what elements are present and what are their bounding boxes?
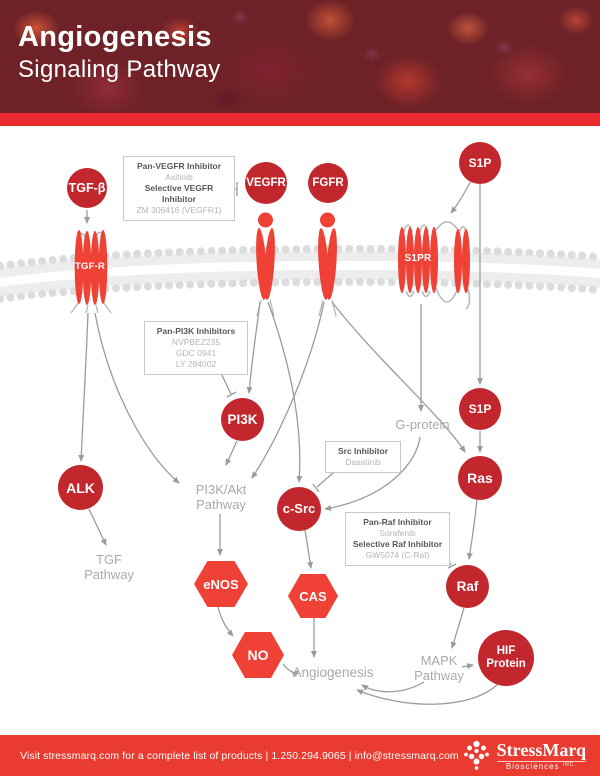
node-s1p-intracellular: S1P bbox=[459, 388, 501, 430]
inhibitor-title: Selective VEGFR bbox=[144, 183, 214, 193]
node-c-src: c-Src bbox=[277, 487, 321, 531]
cell-membrane-icon bbox=[0, 244, 600, 303]
fgfr-receptor-icon bbox=[318, 212, 337, 317]
inhibitor-drug: Sorafenib bbox=[379, 528, 416, 538]
node-raf: Raf bbox=[446, 565, 489, 608]
angiogenesis-label: Angiogenesis bbox=[292, 665, 374, 680]
inhibitor-title: Inhibitor bbox=[162, 194, 196, 204]
node-label: PI3K bbox=[227, 411, 258, 427]
inhibitor-drug: GW5074 (C-Raf) bbox=[365, 550, 430, 560]
node-label: Raf bbox=[456, 578, 479, 594]
footer-contact-text: Visit stressmarq.com for a complete list… bbox=[20, 749, 459, 762]
s1pr-receptor-icon bbox=[398, 221, 471, 310]
node-cas: CAS bbox=[288, 574, 338, 618]
pan-raf-inhibitor-box: Pan-Raf Inhibitor Sorafenib Selective Ra… bbox=[345, 512, 450, 566]
label-line: PI3K/Akt bbox=[195, 482, 247, 497]
node-label: Protein bbox=[486, 658, 526, 670]
node-alk: ALK bbox=[58, 465, 103, 510]
node-label: TGF-β bbox=[68, 181, 106, 195]
pan-vegfr-inhibitor-box: Pan-VEGFR Inhibitor Axitinib Selective V… bbox=[123, 156, 235, 221]
inhibitor-title: Pan-Raf Inhibitor bbox=[363, 517, 432, 527]
node-hif-protein: HIF Protein bbox=[478, 630, 534, 686]
tgf-pathway-label: TGF Pathway bbox=[72, 552, 146, 582]
brand-wordmark: StressMarq Biosciences INC. bbox=[496, 739, 586, 771]
brand-subtitle: Biosciences INC. bbox=[496, 760, 586, 771]
node-label: CAS bbox=[299, 588, 327, 604]
inhibitor-drug: Dasatinib bbox=[345, 457, 381, 467]
tgfr-receptor-label: TGF-R bbox=[74, 261, 106, 272]
node-label: Ras bbox=[467, 470, 493, 486]
node-label: NO bbox=[247, 647, 269, 663]
node-label: S1P bbox=[468, 156, 492, 170]
node-ras: Ras bbox=[458, 456, 502, 500]
node-label: eNOS bbox=[203, 576, 239, 592]
src-inhibitor-box: Src Inhibitor Dasatinib bbox=[325, 441, 401, 473]
brand-sub-text: Biosciences bbox=[505, 761, 560, 771]
node-label: S1P bbox=[468, 402, 492, 416]
label-line: Pathway bbox=[196, 497, 246, 512]
inhibitor-drug: LY 294002 bbox=[175, 359, 217, 369]
node-no: NO bbox=[232, 632, 284, 678]
label-line: MAPK bbox=[420, 653, 458, 668]
mapk-pathway-label: MAPK Pathway bbox=[402, 653, 476, 683]
inhibitor-drug: Axitinib bbox=[165, 172, 193, 182]
node-fgfr: FGFR bbox=[308, 163, 348, 203]
inhibitor-drug: NVPBEZ235 bbox=[171, 337, 221, 347]
inhibitor-title: Src Inhibitor bbox=[337, 446, 389, 456]
inhibitor-drug: GDC 0941 bbox=[175, 348, 217, 358]
header-divider bbox=[0, 113, 600, 126]
inhibitor-drug: ZM 306416 (VEGFR1) bbox=[136, 205, 222, 215]
node-vegfr: VEGFR bbox=[245, 162, 287, 204]
vegfr-receptor-icon bbox=[256, 212, 275, 317]
node-enos: eNOS bbox=[194, 561, 248, 607]
brand-name: StressMarq bbox=[496, 739, 586, 760]
page-title: Angiogenesis bbox=[18, 21, 212, 53]
label-line: Pathway bbox=[414, 668, 464, 683]
page-subtitle: Signaling Pathway bbox=[18, 56, 221, 83]
label-line: Pathway bbox=[84, 567, 134, 582]
node-label: VEGFR bbox=[246, 177, 286, 189]
pan-pi3k-inhibitors-box: Pan-PI3K Inhibitors NVPBEZ235 GDC 0941 L… bbox=[144, 321, 248, 375]
inhibitor-title: Pan-PI3K Inhibitors bbox=[156, 326, 236, 336]
pi3k-akt-pathway-label: PI3K/Akt Pathway bbox=[184, 482, 258, 512]
node-label: c-Src bbox=[282, 501, 316, 516]
node-label: FGFR bbox=[312, 177, 344, 189]
footer-bar: Visit stressmarq.com for a complete list… bbox=[0, 735, 600, 776]
inhibitor-title: Pan-VEGFR Inhibitor bbox=[136, 161, 222, 171]
stressmarq-brand: StressMarq Biosciences INC. bbox=[463, 740, 586, 771]
label-line: TGF bbox=[96, 552, 122, 567]
inhibitor-title: Selective Raf Inhibitor bbox=[352, 539, 443, 549]
header-banner: Angiogenesis Signaling Pathway bbox=[0, 0, 600, 113]
node-s1p-extracellular: S1P bbox=[459, 142, 501, 184]
stressmarq-logo-icon bbox=[463, 740, 489, 770]
s1pr-receptor-label: S1PR bbox=[404, 253, 432, 264]
node-tgf-beta: TGF-β bbox=[67, 168, 107, 208]
g-protein-label: G-protein bbox=[395, 417, 450, 432]
node-pi3k: PI3K bbox=[221, 398, 264, 441]
node-label: ALK bbox=[66, 479, 95, 496]
node-label: HIF bbox=[496, 645, 516, 657]
brand-inc-text: INC. bbox=[562, 761, 577, 768]
